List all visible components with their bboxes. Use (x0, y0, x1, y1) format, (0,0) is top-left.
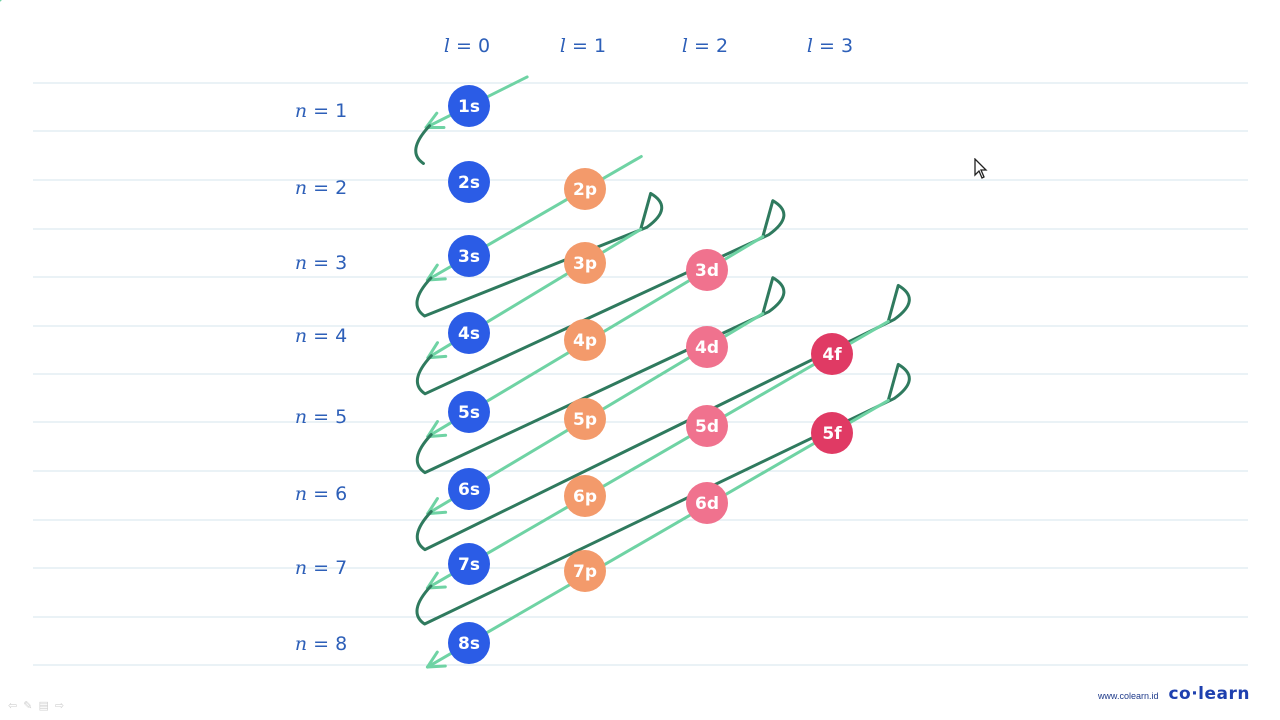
n-label-3: n = 3 (295, 252, 347, 274)
orbital-circle (564, 550, 606, 592)
orbital-label: 2s (458, 173, 480, 193)
pen-icon[interactable]: ✎ (23, 699, 33, 712)
n-label-4: n = 4 (295, 325, 347, 347)
orbital-label: 2p (573, 180, 597, 200)
rule-lines (33, 82, 1248, 666)
orbital-label: 5p (573, 410, 597, 430)
orbital-3s: 3s (448, 235, 490, 277)
orbital-8s: 8s (448, 622, 490, 664)
connector-loop (415, 283, 911, 552)
orbital-5f: 5f (811, 412, 853, 454)
orbital-circle (448, 543, 490, 585)
n-label-1: n = 1 (295, 100, 347, 122)
orbital-label: 5f (822, 424, 842, 444)
orbital-label: 8s (458, 634, 480, 654)
orbital-circle (564, 242, 606, 284)
orbital-circle (564, 168, 606, 210)
n-label-5: n = 5 (295, 406, 347, 428)
orbital-circle (686, 326, 728, 368)
orbital-circle (448, 391, 490, 433)
orbital-5p: 5p (564, 398, 606, 440)
orbital-2p: 2p (564, 168, 606, 210)
orbital-4d: 4d (686, 326, 728, 368)
footer: www.colearn.id co·learn (1098, 684, 1250, 704)
prev-icon[interactable]: ⇦ (8, 699, 18, 712)
orbital-6p: 6p (564, 475, 606, 517)
n-label-2: n = 2 (295, 177, 347, 199)
orbital-4p: 4p (564, 319, 606, 361)
orbital-label: 3s (458, 247, 480, 267)
l-label-3: l = 3 (807, 35, 853, 57)
diagonal-arrow-line (425, 398, 890, 669)
orbital-circle (564, 319, 606, 361)
connector-loop (415, 276, 786, 475)
orbital-circle (811, 412, 853, 454)
n-labels: n = 1 n = 2 n = 3 n = 4 n = 5 n = 6 n = 7 n = 8 (295, 100, 347, 655)
orbital-circle (448, 85, 490, 127)
orbital-circles: 1s 2s 2p 3s 3p 3d 4s 4p 4d 4f 5s 5p 5d 5f 6s 6p 6d 7s 7p 8s (448, 85, 853, 664)
presentation-toolbar: ⇦ ✎ ▤ ⇨ (8, 699, 64, 712)
orbital-1s: 1s (448, 85, 490, 127)
orbital-3d: 3d (686, 249, 728, 291)
orbital-4s: 4s (448, 312, 490, 354)
orbital-label: 6s (458, 480, 480, 500)
orbital-6s: 6s (448, 468, 490, 510)
connector-loop (415, 362, 911, 626)
diagonal-arrow-line (425, 319, 890, 590)
mouse-cursor-icon (974, 157, 988, 185)
connector-loop (414, 124, 432, 165)
arrowhead (425, 650, 447, 669)
orbital-label: 4s (458, 324, 480, 344)
orbital-7s: 7s (448, 543, 490, 585)
orbital-circle (686, 405, 728, 447)
orbital-circle (448, 235, 490, 277)
brand-logo: co·learn (1168, 684, 1250, 704)
orbital-2s: 2s (448, 161, 490, 203)
orbital-label: 5s (458, 403, 480, 423)
orbital-6d: 6d (686, 482, 728, 524)
orbital-circle (564, 475, 606, 517)
orbital-label: 4d (695, 338, 719, 358)
orbital-circle (811, 333, 853, 375)
orbital-circle (448, 622, 490, 664)
orbital-label: 3p (573, 254, 597, 274)
orbital-7p: 7p (564, 550, 606, 592)
orbital-label: 5d (695, 417, 719, 437)
orbital-circle (448, 161, 490, 203)
orbital-4f: 4f (811, 333, 853, 375)
orbital-label: 4p (573, 331, 597, 351)
orbital-label: 1s (458, 97, 480, 117)
orbital-label: 6d (695, 494, 719, 514)
n-label-7: n = 7 (295, 557, 347, 579)
orbital-5s: 5s (448, 391, 490, 433)
l-label-0: l = 0 (444, 35, 490, 57)
orbital-label: 7s (458, 555, 480, 575)
orbital-label: 3d (695, 261, 719, 281)
orbital-circle (686, 482, 728, 524)
footer-url[interactable]: www.colearn.id (1097, 691, 1159, 701)
n-label-6: n = 6 (295, 483, 347, 505)
slides-icon[interactable]: ▤ (38, 699, 49, 712)
orbital-circle (448, 468, 490, 510)
n-label-8: n = 8 (295, 633, 347, 655)
orbital-3p: 3p (564, 242, 606, 284)
orbital-label: 6p (573, 487, 597, 507)
orbital-circle (448, 312, 490, 354)
connector-loop (415, 199, 786, 396)
l-labels: l = 0 l = 1 l = 2 l = 3 (444, 35, 853, 57)
connector-loop (415, 191, 664, 318)
orbital-label: 4f (822, 345, 842, 365)
orbital-5d: 5d (686, 405, 728, 447)
orbital-circle (564, 398, 606, 440)
l-label-2: l = 2 (682, 35, 728, 57)
orbital-circle (686, 249, 728, 291)
next-icon[interactable]: ⇨ (54, 699, 65, 712)
l-label-1: l = 1 (560, 35, 606, 57)
orbital-label: 7p (573, 562, 597, 582)
